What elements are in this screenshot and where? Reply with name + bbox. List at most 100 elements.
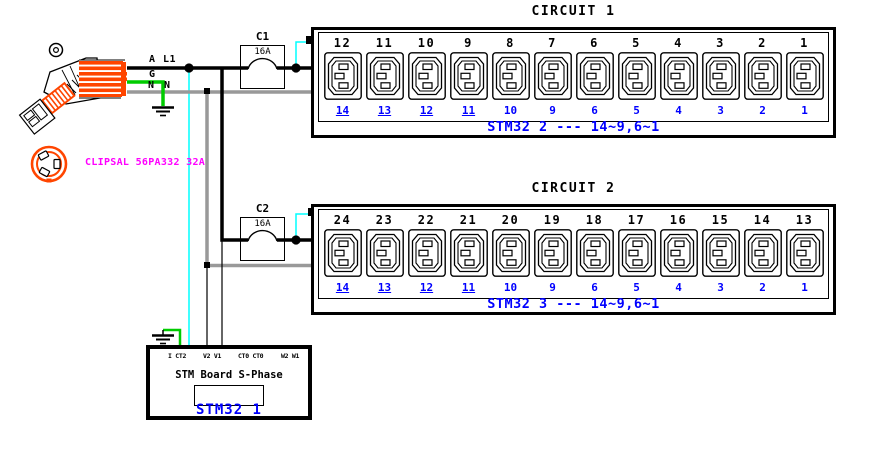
iec-c13-outlet-icon[interactable] bbox=[323, 229, 362, 277]
iec-c13-outlet-icon[interactable] bbox=[533, 52, 572, 100]
stm-board[interactable]: I CT2 V2 V1 CT0 CT0 W2 W1 STM Board S-Ph… bbox=[146, 345, 312, 420]
iec-c13-outlet-icon[interactable] bbox=[449, 52, 488, 100]
iec-c13-outlet-icon[interactable] bbox=[701, 229, 740, 277]
port-number: 11 bbox=[461, 104, 476, 117]
port-number: 1 bbox=[801, 104, 808, 117]
circuit1-stm-label: STM32 2 --- 14~9,6~1 bbox=[487, 119, 660, 135]
iec-c13-outlet-icon[interactable] bbox=[449, 229, 488, 277]
iec-c13-outlet-icon[interactable] bbox=[785, 229, 824, 277]
iec-c13-glyph bbox=[659, 52, 698, 100]
iec-c13-glyph bbox=[407, 52, 446, 100]
plug-illustration[interactable] bbox=[18, 42, 127, 135]
iec-c13-glyph bbox=[449, 229, 488, 277]
iec-c13-glyph bbox=[701, 229, 740, 277]
iec-c13-outlet-icon[interactable] bbox=[365, 52, 404, 100]
iec-c13-glyph bbox=[575, 229, 614, 277]
breaker-c1-name: C1 bbox=[255, 30, 270, 43]
outlet-number: 8 bbox=[506, 36, 515, 50]
iec-c13-outlet-icon[interactable] bbox=[491, 52, 530, 100]
outlet-cell: 16 4 bbox=[658, 210, 699, 298]
outlet-number: 16 bbox=[669, 213, 688, 227]
iec-c13-glyph bbox=[701, 52, 740, 100]
iec-c13-outlet-icon[interactable] bbox=[575, 229, 614, 277]
port-number: 6 bbox=[591, 104, 598, 117]
iec-c13-outlet-icon[interactable] bbox=[617, 229, 656, 277]
iec-c13-outlet-icon[interactable] bbox=[407, 52, 446, 100]
iec-c13-outlet-icon[interactable] bbox=[575, 52, 614, 100]
iec-c13-outlet-icon[interactable] bbox=[785, 52, 824, 100]
iec-c13-glyph bbox=[449, 52, 488, 100]
port-number: 5 bbox=[633, 104, 640, 117]
plug-barrel bbox=[79, 59, 127, 99]
iec-c13-outlet-icon[interactable] bbox=[617, 52, 656, 100]
iec-c13-glyph bbox=[365, 229, 404, 277]
iec-c13-outlet-icon[interactable] bbox=[659, 52, 698, 100]
board-stm-label: STM32 1 bbox=[195, 402, 262, 418]
board-terminal-label: I CT2 bbox=[168, 352, 187, 360]
iec-c13-outlet-icon[interactable] bbox=[365, 229, 404, 277]
iec-c13-glyph bbox=[323, 52, 362, 100]
outlet-number: 9 bbox=[464, 36, 473, 50]
iec-c13-outlet-icon[interactable] bbox=[323, 52, 362, 100]
neutral-label-right: N bbox=[164, 80, 171, 91]
port-number: 10 bbox=[503, 281, 518, 294]
iec-c13-outlet-icon[interactable] bbox=[743, 229, 782, 277]
iec-c13-glyph bbox=[575, 52, 614, 100]
iec-c13-glyph bbox=[533, 52, 572, 100]
iec-c13-glyph bbox=[785, 52, 824, 100]
outlet-number: 4 bbox=[674, 36, 683, 50]
port-number: 6 bbox=[591, 281, 598, 294]
iec-c13-outlet-icon[interactable] bbox=[659, 229, 698, 277]
iec-c13-glyph bbox=[365, 52, 404, 100]
outlet-number: 13 bbox=[795, 213, 814, 227]
connector-face-icon[interactable] bbox=[30, 145, 68, 183]
outlet-number: 23 bbox=[375, 213, 394, 227]
port-number: 3 bbox=[717, 281, 724, 294]
line1-label: L1 bbox=[163, 54, 177, 65]
iec-c13-glyph bbox=[785, 229, 824, 277]
iec-c13-glyph bbox=[491, 229, 530, 277]
outlet-number: 11 bbox=[375, 36, 394, 50]
iec-c13-outlet-icon[interactable] bbox=[701, 52, 740, 100]
outlet-number: 10 bbox=[417, 36, 436, 50]
port-number: 4 bbox=[675, 281, 682, 294]
iec-c13-outlet-icon[interactable] bbox=[491, 229, 530, 277]
board-terminal-label: W2 W1 bbox=[281, 352, 300, 360]
port-number: 5 bbox=[633, 281, 640, 294]
outlet-number: 12 bbox=[333, 36, 352, 50]
outlet-number: 18 bbox=[585, 213, 604, 227]
port-number: 11 bbox=[461, 281, 476, 294]
port-number: 14 bbox=[335, 281, 350, 294]
breaker-c2[interactable]: 16A bbox=[240, 217, 285, 261]
ground-label: G bbox=[149, 69, 156, 80]
plug-part-label: CLIPSAL 56PA332 32A bbox=[85, 157, 206, 168]
board-terminal-label: V2 V1 bbox=[203, 352, 222, 360]
iec-c13-glyph bbox=[617, 52, 656, 100]
board-title: STM Board S-Phase bbox=[175, 369, 283, 381]
port-number: 12 bbox=[419, 104, 434, 117]
iec-c13-outlet-icon[interactable] bbox=[743, 52, 782, 100]
iec-c13-glyph bbox=[491, 52, 530, 100]
breaker-c1[interactable]: 16A bbox=[240, 45, 285, 89]
iec-c13-outlet-icon[interactable] bbox=[407, 229, 446, 277]
outlet-cell: 9 11 bbox=[448, 33, 489, 121]
port-number: 3 bbox=[717, 104, 724, 117]
iec-c13-outlet-icon[interactable] bbox=[533, 229, 572, 277]
breaker-c2-name: C2 bbox=[255, 202, 270, 215]
outlet-cell: 10 12 bbox=[406, 33, 447, 121]
